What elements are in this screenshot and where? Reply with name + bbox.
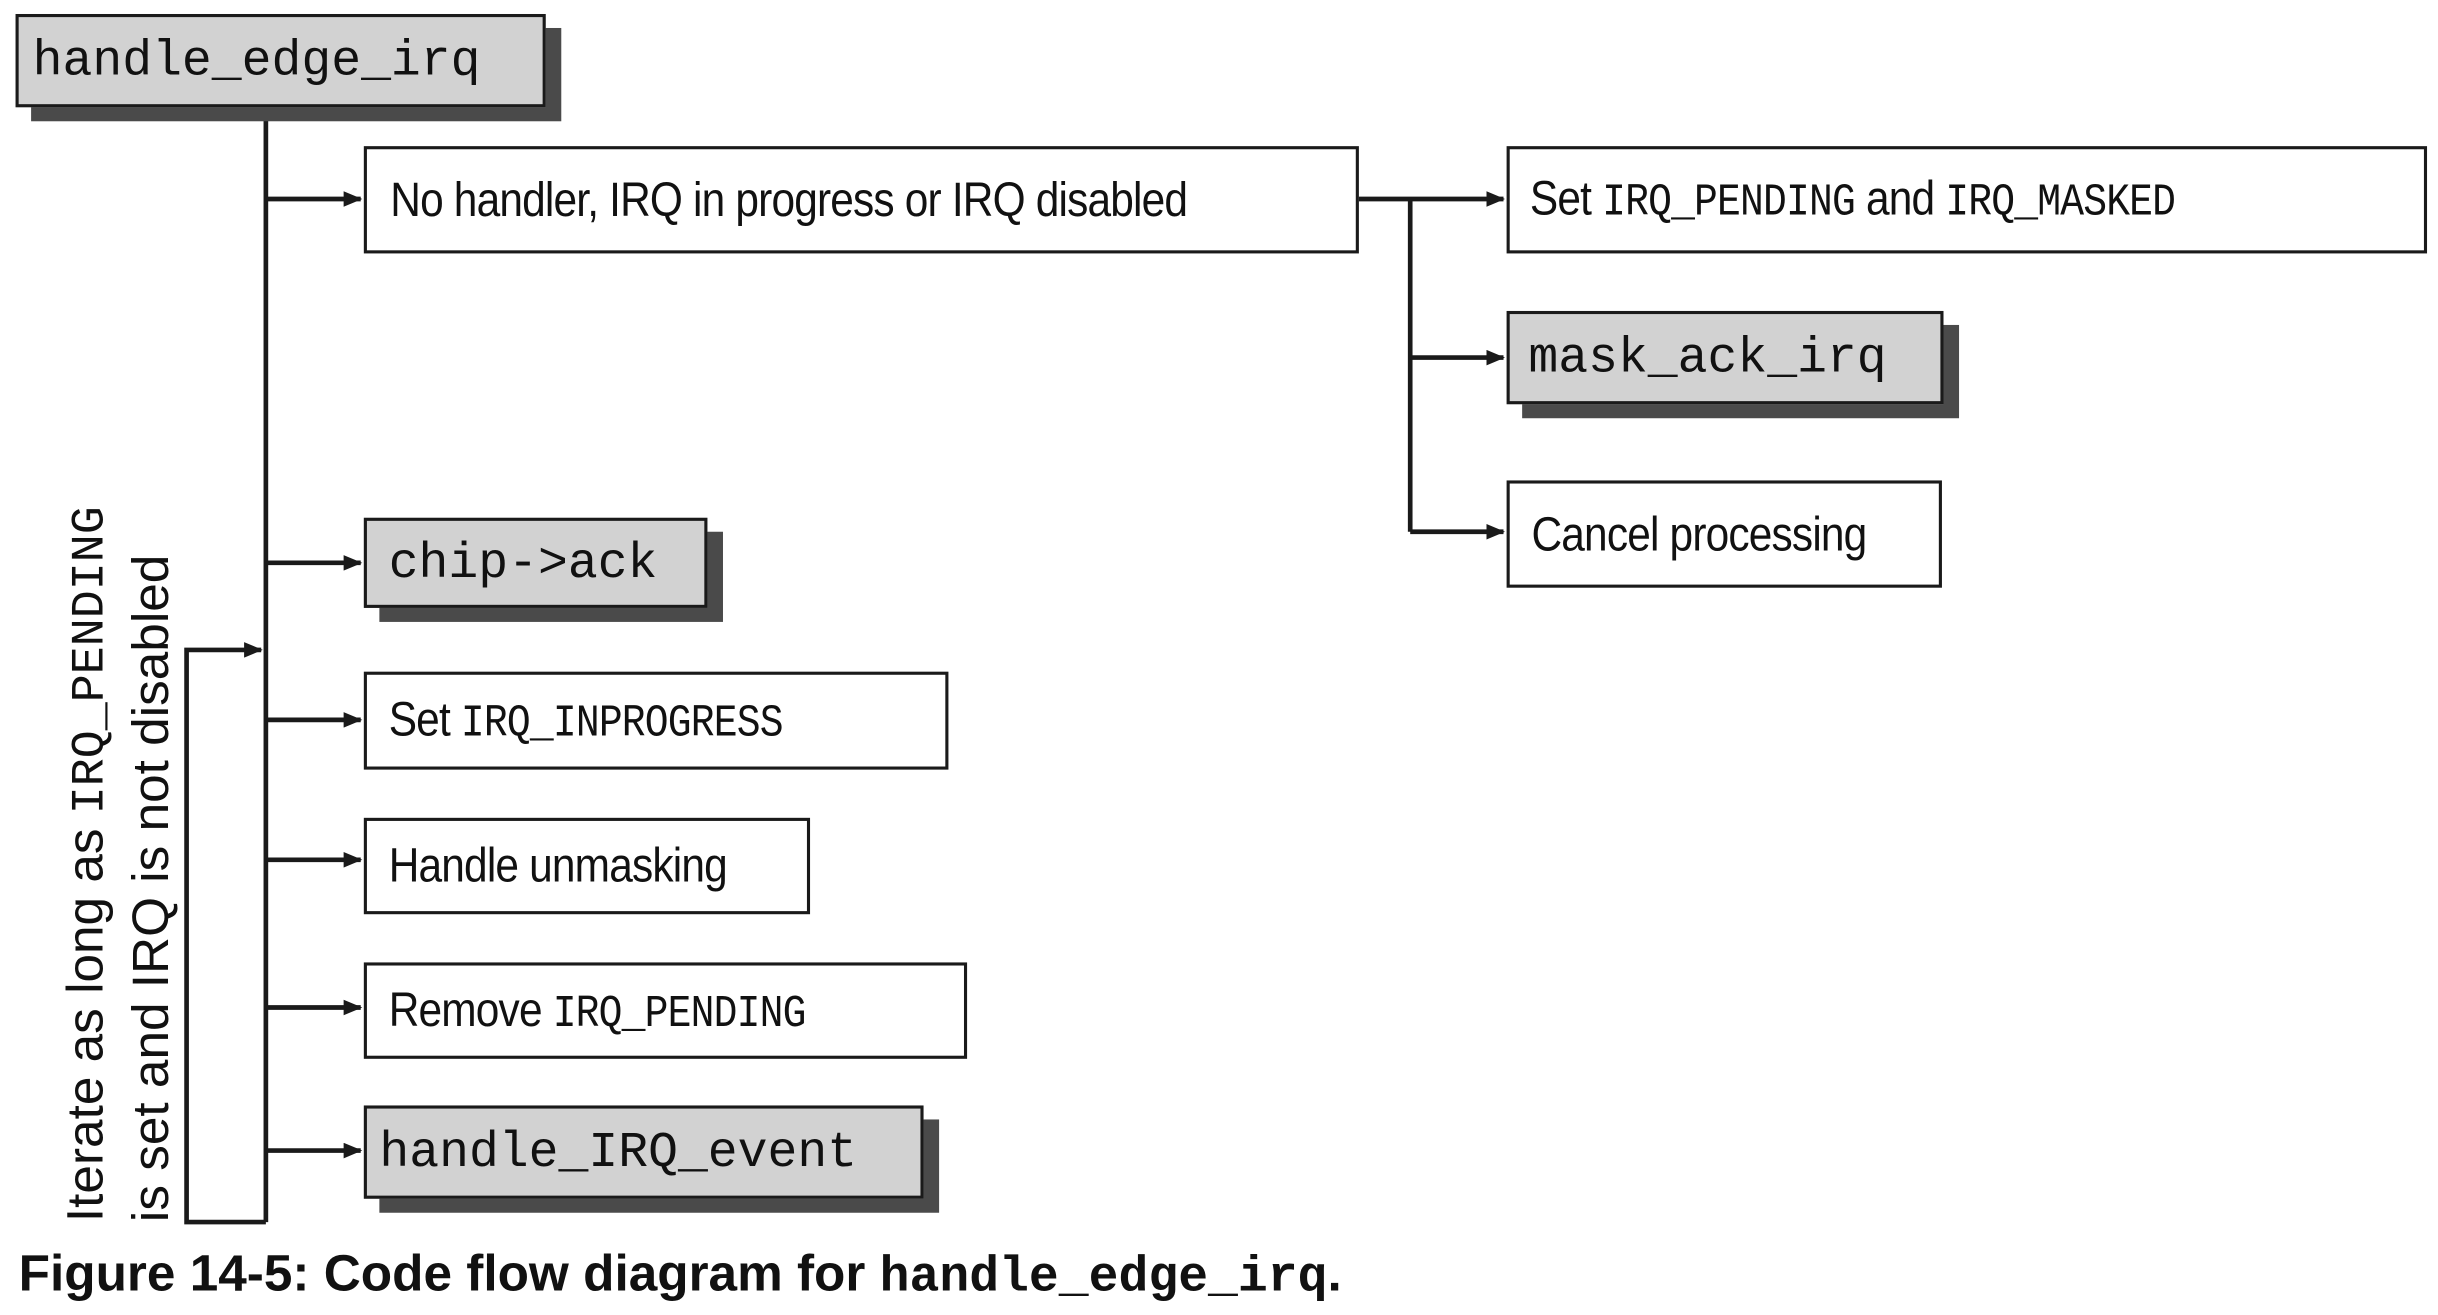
loop-label-flag: IRQ_PENDING: [65, 506, 119, 815]
caption-code: handle_edge_irq: [879, 1248, 1328, 1307]
set-inprogress-label: Set IRQ_INPROGRESS: [388, 691, 784, 750]
loop-label-line1: Iterate as long as IRQ_PENDING: [56, 506, 121, 1222]
handle-irq-event-label: handle_IRQ_event: [379, 1123, 858, 1181]
cancel-processing-node: Cancel processing: [1506, 480, 1942, 588]
remove-prefix: Remove: [388, 981, 543, 1037]
remove-pending-label: Remove IRQ_PENDING: [388, 981, 807, 1040]
condition-node: No handler, IRQ in progress or IRQ disab…: [363, 146, 1359, 254]
loop-label-line2: is set and IRQ is not disabled: [121, 554, 179, 1223]
irq-masked-flag: IRQ_MASKED: [1945, 177, 2176, 229]
chip-ack-node: chip->ack: [363, 517, 708, 608]
chip-ack-label: chip->ack: [388, 534, 658, 592]
set-pending-prefix: Set: [1529, 171, 1592, 226]
loop-label-prefix: Iterate as long as: [55, 828, 114, 1223]
irq-pending-flag-remove: IRQ_PENDING: [552, 988, 807, 1040]
set-inprogress-prefix: Set: [388, 691, 451, 747]
irq-inprogress-flag: IRQ_INPROGRESS: [460, 698, 784, 750]
set-inprogress-node: Set IRQ_INPROGRESS: [363, 671, 949, 770]
handle-edge-irq-label: handle_edge_irq: [32, 31, 481, 90]
loop-back-arrow: [184, 642, 266, 1225]
caption-prefix: Figure 14-5: Code flow diagram for: [18, 1243, 866, 1302]
remove-pending-node: Remove IRQ_PENDING: [363, 962, 968, 1059]
and-word: and: [1865, 171, 1935, 226]
set-pending-masked-node: Set IRQ_PENDING and IRQ_MASKED: [1506, 146, 2428, 254]
caption-suffix: .: [1327, 1243, 1342, 1302]
cancel-processing-label: Cancel processing: [1531, 506, 1867, 561]
handle-unmasking-node: Handle unmasking: [363, 817, 811, 915]
set-pending-masked-label: Set IRQ_PENDING and IRQ_MASKED: [1529, 171, 2176, 229]
figure-caption: Figure 14-5: Code flow diagram for handl…: [19, 1244, 1342, 1306]
irq-pending-flag: IRQ_PENDING: [1602, 177, 1856, 229]
mask-ack-irq-node: mask_ack_irq: [1506, 310, 1944, 405]
mask-ack-irq-label: mask_ack_irq: [1528, 328, 1887, 387]
handle-edge-irq-node: handle_edge_irq: [15, 13, 546, 108]
handle-irq-event-node: handle_IRQ_event: [363, 1105, 924, 1199]
loop-condition-label: Iterate as long as IRQ_PENDING is set an…: [56, 506, 180, 1222]
handle-unmasking-label: Handle unmasking: [388, 838, 728, 893]
condition-label: No handler, IRQ in progress or IRQ disab…: [390, 171, 1188, 227]
